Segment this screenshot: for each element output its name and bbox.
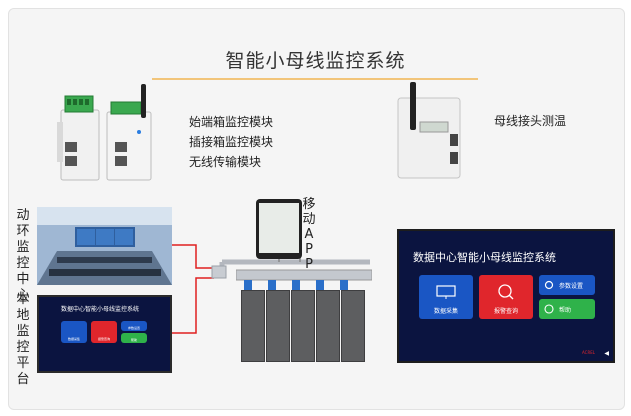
small-tile-data[interactable]: 数据采集 <box>61 321 87 343</box>
tile-alarm-label: 报警查询 <box>493 308 518 315</box>
tile-settings[interactable]: 参数设置 <box>539 275 595 295</box>
module-label-wireless: 无线传输模块 <box>189 155 262 169</box>
speaker-icon[interactable]: ◀ <box>604 350 609 357</box>
search-icon <box>498 284 514 300</box>
local-platform-label: 本地监控平台 <box>16 292 30 387</box>
small-tile-help[interactable]: 帮助 <box>121 333 147 343</box>
help-icon <box>544 304 554 314</box>
system-screen: 数据中心智能小母线监控系统 数据采集 报警查询 参数设置 帮助 ACREL ◀ <box>397 229 615 363</box>
tile-settings-label: 参数设置 <box>559 283 584 290</box>
tablet-device <box>256 199 302 259</box>
small-tile-settings[interactable]: 参数设置 <box>121 321 147 331</box>
mobile-app-label: 移动APP <box>302 197 316 272</box>
small-screen-title: 数据中心智能小母线监控系统 <box>61 306 140 313</box>
screen-title: 数据中心智能小母线监控系统 <box>413 251 556 264</box>
title-underline <box>152 78 478 80</box>
server-cabinet <box>316 290 340 362</box>
module-label-start: 始端箱监控模块 <box>189 115 274 129</box>
tile-help[interactable]: 帮助 <box>539 299 595 319</box>
server-cabinet <box>241 290 265 362</box>
gear-icon <box>544 280 554 290</box>
tile-data-collection[interactable]: 数据采集 <box>419 275 473 319</box>
tablet-screen <box>259 203 299 253</box>
small-tile-alarm[interactable]: 报警查询 <box>91 321 117 343</box>
monitor-module-devices <box>57 84 152 181</box>
diagram-title: 智能小母线监控系统 <box>225 50 406 72</box>
server-cabinet <box>341 290 365 362</box>
dynamic-center-label: 动环监控中心 <box>16 208 30 303</box>
tile-alarm-query[interactable]: 报警查询 <box>479 275 533 319</box>
local-platform-screen: 数据中心智能小母线监控系统 数据采集 报警查询 参数设置 帮助 <box>37 295 172 373</box>
temperature-sensor-device <box>397 82 461 179</box>
busway-bar <box>236 269 372 290</box>
server-cabinet <box>291 290 315 362</box>
module-label-plug: 插接箱监控模块 <box>189 135 274 149</box>
tile-data-label: 数据采集 <box>433 308 458 315</box>
temperature-label: 母线接头测温 <box>494 114 567 128</box>
control-room-image <box>37 207 172 285</box>
tile-help-label: 帮助 <box>559 307 572 314</box>
server-cabinet <box>266 290 290 362</box>
screen-footer-brand: ACREL <box>582 350 595 355</box>
monitor-icon <box>436 285 456 299</box>
